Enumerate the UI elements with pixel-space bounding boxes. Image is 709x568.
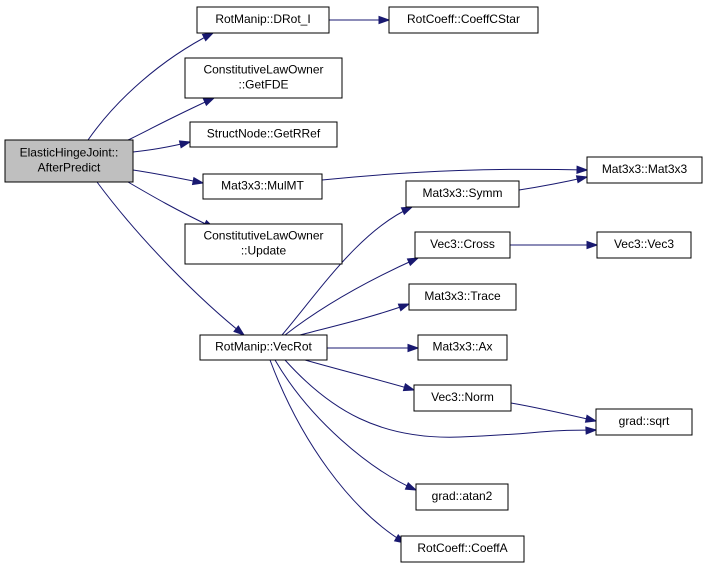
arrowhead-root-to-drot <box>201 32 215 42</box>
node-box <box>184 223 343 265</box>
node-label: ::Update <box>241 244 287 258</box>
edge-root-to-update <box>127 181 215 229</box>
node-box <box>586 156 703 184</box>
nodes-layer: ElasticHingeJoint::AfterPredictRotManip:… <box>4 6 703 563</box>
arrowhead-vecrot-to-norm <box>402 383 416 392</box>
edge-vecrot-to-coeffa <box>269 359 406 544</box>
node-box <box>408 283 517 311</box>
edges-layer <box>87 15 599 544</box>
node-ax[interactable]: Mat3x3::Ax <box>417 334 508 361</box>
node-box <box>595 408 693 436</box>
arrowhead-vecrot-to-symm <box>400 206 414 216</box>
node-getfde[interactable]: ConstitutiveLawOwner::GetFDE <box>184 57 343 99</box>
node-label: Mat3x3::Ax <box>432 340 492 354</box>
edge-vecrot-to-cross <box>284 257 419 336</box>
node-symm[interactable]: Mat3x3::Symm <box>405 180 520 208</box>
node-label: grad::sqrt <box>619 414 670 428</box>
edge-vecrot-to-norm <box>304 359 415 391</box>
arrowhead-root-to-getrref <box>178 140 192 149</box>
node-label: StructNode::GetRRef <box>207 127 321 141</box>
edge-vecrot-to-trace <box>299 303 410 336</box>
node-label: Mat3x3::Symm <box>422 186 502 200</box>
node-label: RotManip::DRot_I <box>215 12 310 26</box>
arrowhead-root-to-mulmt <box>191 176 205 186</box>
node-box <box>202 173 323 200</box>
node-box <box>405 180 520 208</box>
arrowhead-vecrot-to-sqrt <box>585 426 598 435</box>
node-box <box>417 334 508 361</box>
node-box <box>414 231 511 259</box>
node-mat3x3[interactable]: Mat3x3::Mat3x3 <box>586 156 703 184</box>
node-label: Mat3x3::Trace <box>424 289 501 303</box>
edge-norm-to-sqrt <box>510 402 597 422</box>
node-label: Vec3::Vec3 <box>614 237 674 251</box>
arrowhead-cross-to-vec3 <box>586 240 599 250</box>
arrowhead-mulmt-to-mat3x3 <box>576 165 589 174</box>
node-label: ElasticHingeJoint:: <box>20 146 119 160</box>
node-box <box>189 121 338 148</box>
node-box <box>413 384 512 412</box>
arrowhead-vecrot-to-atan2 <box>404 481 418 491</box>
node-vecrot[interactable]: RotManip::VecRot <box>199 334 328 361</box>
arrowhead-symm-to-mat3x3 <box>575 175 589 184</box>
node-label: ConstitutiveLawOwner <box>203 229 323 243</box>
edge-vecrot-to-sqrt <box>284 359 597 438</box>
node-label: RotCoeff::CoeffA <box>417 541 507 555</box>
node-mulmt[interactable]: Mat3x3::MulMT <box>202 173 323 200</box>
node-coeffa[interactable]: RotCoeff::CoeffA <box>400 535 525 563</box>
arrowhead-drot-to-coeffcstar <box>378 15 391 25</box>
arrowhead-vecrot-to-trace <box>397 303 411 312</box>
edge-root-to-drot <box>87 32 214 141</box>
node-label: Vec3::Cross <box>430 237 495 251</box>
node-vec3[interactable]: Vec3::Vec3 <box>596 231 692 259</box>
node-getrref[interactable]: StructNode::GetRRef <box>189 121 338 148</box>
edge-mulmt-to-mat3x3 <box>321 168 588 181</box>
node-coeffcstar[interactable]: RotCoeff::CoeffCStar <box>388 6 539 34</box>
node-drot[interactable]: RotManip::DRot_I <box>196 6 330 34</box>
node-label: Mat3x3::MulMT <box>221 179 304 193</box>
node-box <box>199 334 328 361</box>
node-label: ConstitutiveLawOwner <box>203 63 323 77</box>
node-box <box>196 6 330 34</box>
node-update[interactable]: ConstitutiveLawOwner::Update <box>184 223 343 265</box>
node-label: RotManip::VecRot <box>215 340 312 354</box>
node-box <box>4 139 134 183</box>
arrowhead-norm-to-sqrt <box>584 414 598 423</box>
node-box <box>596 231 692 259</box>
node-label: Vec3::Norm <box>431 390 494 404</box>
node-box <box>415 483 509 511</box>
edge-root-to-mulmt <box>132 169 204 184</box>
node-trace[interactable]: Mat3x3::Trace <box>408 283 517 311</box>
edge-root-to-vecrot <box>96 181 245 336</box>
edge-vecrot-to-atan2 <box>274 359 417 491</box>
node-box <box>184 57 343 99</box>
arrowhead-vecrot-to-ax <box>407 343 420 353</box>
node-box <box>388 6 539 34</box>
node-label: grad::atan2 <box>432 489 493 503</box>
node-sqrt[interactable]: grad::sqrt <box>595 408 693 436</box>
node-norm[interactable]: Vec3::Norm <box>413 384 512 412</box>
node-root[interactable]: ElasticHingeJoint::AfterPredict <box>4 139 134 183</box>
node-box <box>400 535 525 563</box>
edge-root-to-getfde <box>127 97 215 141</box>
arrowhead-vecrot-to-cross <box>406 257 420 267</box>
node-label: Mat3x3::Mat3x3 <box>602 162 688 176</box>
node-cross[interactable]: Vec3::Cross <box>414 231 511 259</box>
node-label: ::GetFDE <box>238 78 288 92</box>
node-label: RotCoeff::CoeffCStar <box>407 12 520 26</box>
node-label: AfterPredict <box>38 161 101 175</box>
node-atan2[interactable]: grad::atan2 <box>415 483 509 511</box>
arrowhead-root-to-vecrot <box>233 325 246 336</box>
arrowhead-root-to-getfde <box>202 97 216 107</box>
